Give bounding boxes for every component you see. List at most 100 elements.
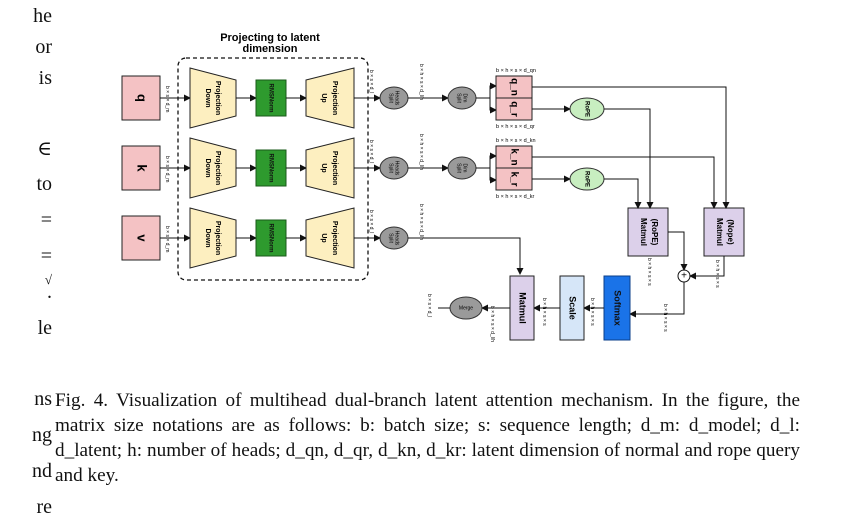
input-k-label: k bbox=[135, 164, 150, 172]
left-line: re bbox=[36, 496, 52, 518]
dim-label: b × h × s × d_l/h bbox=[489, 306, 495, 342]
left-line: . bbox=[47, 281, 52, 303]
left-line: = bbox=[40, 245, 52, 267]
dim-label: b × s × d_m bbox=[164, 226, 170, 252]
dim-label: b × h × s × s bbox=[589, 298, 595, 326]
left-line: = bbox=[40, 209, 52, 231]
split-dim-label: Split bbox=[456, 163, 462, 173]
matmul-label: Matmul bbox=[518, 292, 528, 324]
dim-label: b × h × s × d_kr bbox=[496, 194, 535, 200]
split-heads-label: Split bbox=[388, 163, 394, 173]
left-line: ∈ bbox=[37, 138, 52, 160]
rmsnorm-label: RMSNorm bbox=[267, 223, 273, 252]
split-dim-label: Split bbox=[456, 93, 462, 103]
dim-label: b × h × s × s bbox=[714, 260, 720, 288]
dim-label: b × h × s × s bbox=[646, 258, 652, 286]
down-projection-k bbox=[189, 137, 237, 199]
up-projection-v bbox=[305, 207, 355, 269]
split-heads-label: Heads bbox=[394, 91, 400, 106]
matmul-box bbox=[509, 275, 535, 341]
up-projection-label: Projection bbox=[331, 151, 338, 185]
up-projection-q bbox=[305, 67, 355, 129]
dim-label: b × h × s × d_l/h bbox=[418, 64, 424, 100]
dim-label: b × s × d_l bbox=[426, 294, 432, 317]
matmul-rope-label: (RoPE) bbox=[650, 219, 659, 246]
rmsnorm-q bbox=[255, 79, 287, 117]
k-n-label: k_n bbox=[508, 148, 519, 165]
left-line: ng bbox=[32, 424, 52, 446]
split-heads-label: Split bbox=[388, 93, 394, 103]
q-r-label: q_r bbox=[508, 101, 519, 117]
left-column-text: he or is ∈ to = = √ . le ns ng nd re bbox=[0, 0, 52, 526]
caption-label: Fig. 4. bbox=[55, 390, 109, 411]
dim-label: b × s × d_m bbox=[164, 86, 170, 112]
dim-label: b × s × d_l bbox=[368, 140, 374, 163]
left-line: le bbox=[37, 317, 52, 339]
dim-label: b × h × s × d_qn bbox=[496, 68, 536, 74]
down-projection-label: Down bbox=[204, 88, 211, 107]
matmul-rope-box bbox=[627, 207, 669, 257]
left-line: nd bbox=[32, 460, 52, 482]
left-line: ns bbox=[34, 388, 52, 410]
dim-label: b × h × s × d_kn bbox=[496, 138, 536, 144]
left-line: to bbox=[36, 173, 52, 195]
dim-label: b × h × s × d_qr bbox=[496, 124, 535, 130]
split-heads-label: Heads bbox=[394, 161, 400, 176]
group-title-line1: Projecting to latent bbox=[220, 32, 320, 44]
row-q: q b × s × d_m Down Projection RMSNorm Up… bbox=[121, 64, 605, 130]
rmsnorm-label: RMSNorm bbox=[267, 83, 273, 112]
down-projection-label: Down bbox=[204, 228, 211, 247]
matmul-nope-label: Matmul bbox=[715, 218, 724, 246]
row-v: v b × s × d_m Down Projection RMSNorm Up… bbox=[121, 204, 524, 275]
up-projection-label: Up bbox=[320, 233, 327, 242]
dim-label: b × s × d_l bbox=[368, 70, 374, 93]
down-projection-label: Projection bbox=[214, 221, 221, 255]
dim-label: b × h × s × d_l/h bbox=[418, 204, 424, 240]
softmax-label: Softmax bbox=[613, 290, 623, 326]
softmax-box bbox=[603, 275, 631, 341]
k-r-label: k_r bbox=[508, 171, 519, 186]
rope-label: RoPE bbox=[583, 171, 589, 187]
up-projection-label: Projection bbox=[331, 221, 338, 255]
matmul-nope-box bbox=[703, 207, 745, 257]
up-projection-k bbox=[305, 137, 355, 199]
left-line: is bbox=[38, 67, 52, 89]
left-line: or bbox=[35, 36, 52, 58]
down-projection-q bbox=[189, 67, 237, 129]
split-heads-label: Heads bbox=[394, 231, 400, 246]
q-n-label: q_n bbox=[508, 78, 519, 96]
left-line: √ bbox=[44, 272, 52, 287]
dim-label: b × h × s × s bbox=[541, 298, 547, 326]
mla-diagram: Projecting to latent dimension q b × s ×… bbox=[121, 32, 745, 342]
split-dim-label: Dim bbox=[462, 94, 468, 103]
split-heads-label: Split bbox=[388, 233, 394, 243]
dim-label: b × s × d_m bbox=[164, 156, 170, 182]
up-projection-label: Projection bbox=[331, 81, 338, 115]
group-title-line2: dimension bbox=[242, 43, 297, 55]
input-q-label: q bbox=[135, 94, 150, 102]
left-line: he bbox=[33, 5, 52, 27]
split-dim-label: Dim bbox=[462, 164, 468, 173]
input-v-label: v bbox=[135, 234, 150, 242]
input-q-box bbox=[121, 75, 161, 121]
dim-label: b × s × d_l bbox=[368, 210, 374, 233]
matmul-nope-label: (Nope) bbox=[726, 219, 735, 245]
figure-caption: Fig. 4. Visualization of multihead dual-… bbox=[55, 388, 800, 488]
latent-projection-group bbox=[177, 57, 369, 281]
add-symbol: + bbox=[681, 271, 687, 282]
merge-label: Merge bbox=[459, 305, 473, 311]
rope-label: RoPE bbox=[583, 101, 589, 117]
caption-text: Visualization of multihead dual-branch l… bbox=[55, 390, 800, 486]
up-projection-label: Up bbox=[320, 163, 327, 172]
row-k: k b × s × d_m Down Projection RMSNorm Up… bbox=[121, 134, 605, 200]
matmul-rope-label: Matmul bbox=[639, 218, 648, 246]
dim-label: b × h × s × s bbox=[662, 304, 668, 332]
down-projection-label: Projection bbox=[214, 151, 221, 185]
input-v-box bbox=[121, 215, 161, 261]
down-projection-label: Down bbox=[204, 158, 211, 177]
rmsnorm-label: RMSNorm bbox=[267, 153, 273, 182]
dim-label: b × h × s × d_l/h bbox=[418, 134, 424, 170]
down-projection-label: Projection bbox=[214, 81, 221, 115]
up-projection-label: Up bbox=[320, 93, 327, 102]
down-projection-v bbox=[189, 207, 237, 269]
